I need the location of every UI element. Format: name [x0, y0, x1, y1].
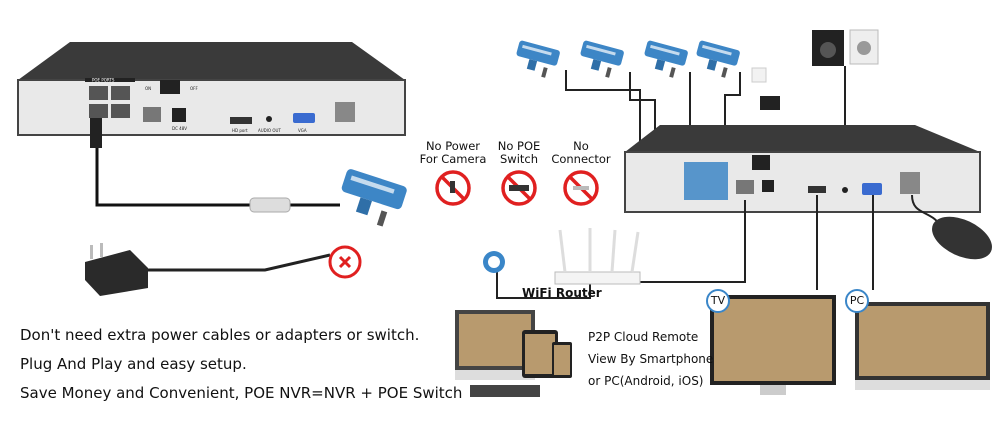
no-poe-switch-icon — [501, 170, 537, 206]
pc-monitor — [855, 302, 990, 390]
feature-line-3: Save Money and Convenient, POE NVR=NVR +… — [20, 384, 463, 402]
camera-icon — [334, 168, 408, 231]
vga-port — [293, 113, 315, 123]
camera-icon — [512, 40, 561, 80]
off-label: OFF — [190, 86, 198, 91]
speakers-icon — [812, 29, 879, 66]
poe-ports — [89, 86, 130, 118]
wifi-router-icon — [554, 228, 641, 285]
no-power-adapter-icon — [435, 170, 471, 206]
no-connector-icon — [563, 170, 599, 206]
power-adapter-cable — [140, 253, 331, 272]
audio-port — [266, 116, 272, 122]
mouse-icon — [932, 216, 992, 260]
hdmi-port — [230, 117, 252, 124]
on-label: ON — [145, 86, 151, 91]
dc-label: DC 48V — [172, 126, 187, 131]
feature-line-1: Don't need extra power cables or adapter… — [20, 326, 420, 344]
tv-badge: TV — [706, 289, 730, 313]
p2p-line-3: or PC(Android, iOS) — [588, 374, 704, 388]
right-nvr — [624, 125, 981, 213]
camera-icon — [576, 40, 625, 80]
audio-label: AUDIO OUT — [258, 128, 281, 133]
wall-outlet-icon — [751, 67, 767, 83]
power-adapter-icon — [85, 243, 148, 296]
cable-connector — [249, 197, 291, 213]
power-switch — [160, 80, 180, 94]
camera-icon — [640, 40, 689, 80]
tv-monitor — [710, 295, 836, 395]
hdmi-label: HD port — [232, 128, 248, 133]
feature-line-2: Plug And Play and easy setup. — [20, 355, 247, 373]
cloud-icon — [483, 251, 505, 273]
camera-icon — [692, 40, 741, 80]
p2p-line-2: View By Smartphone — [588, 352, 714, 366]
computer-tablet-phone-icon — [455, 310, 572, 397]
vga-label: VGA — [298, 128, 307, 133]
no-adapter-sign — [328, 245, 362, 279]
usb-ports — [335, 102, 355, 122]
left-nvr: POE PORTS ON OFF DC 48V HD port AUDIO OU… — [17, 42, 406, 136]
ip-cameras — [512, 40, 741, 80]
p2p-line-1: P2P Cloud Remote — [588, 330, 699, 344]
poe-ports-label: POE PORTS — [92, 78, 115, 83]
router-label: WiFi Router — [522, 286, 602, 300]
pc-badge: PC — [845, 289, 869, 313]
lan-port — [143, 107, 161, 122]
switch-power-adapter-icon — [760, 96, 780, 110]
dc-jack — [172, 108, 186, 122]
